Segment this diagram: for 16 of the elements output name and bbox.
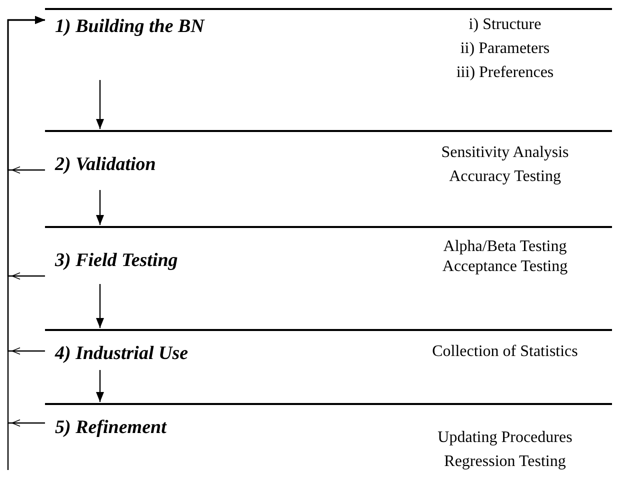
stage-heading: 5) Refinement bbox=[55, 417, 166, 439]
stage-heading: 1) Building the BN bbox=[55, 16, 204, 38]
activity-text: Accuracy Testing bbox=[449, 168, 561, 186]
stage-heading: 2) Validation bbox=[55, 154, 156, 176]
activity-text: i) Structure bbox=[468, 16, 542, 34]
activity-text: Collection of Statistics bbox=[432, 343, 578, 361]
activity-text: iii) Preferences bbox=[456, 64, 554, 82]
activity-text: Sensitivity Analysis bbox=[441, 144, 569, 162]
activity-text: Alpha/Beta Testing bbox=[443, 238, 567, 256]
stage-heading: 3) Field Testing bbox=[55, 250, 178, 272]
activity-text: ii) Parameters bbox=[460, 40, 550, 58]
activity-text: Acceptance Testing bbox=[442, 258, 568, 276]
stage-band bbox=[45, 403, 612, 470]
stage-heading: 4) Industrial Use bbox=[55, 343, 188, 365]
activity-text: Updating Procedures bbox=[438, 429, 572, 447]
activity-text: Regression Testing bbox=[444, 453, 566, 471]
